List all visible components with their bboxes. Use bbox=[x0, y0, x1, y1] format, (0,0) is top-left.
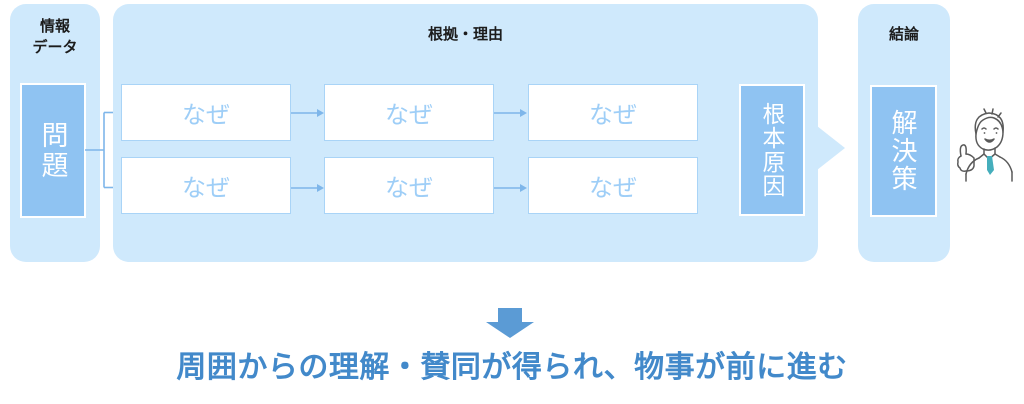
why-label: なぜ bbox=[385, 175, 433, 202]
info-data-label: 情報 データ bbox=[10, 4, 100, 58]
why-label: なぜ bbox=[385, 102, 433, 129]
down-block-arrow-icon bbox=[486, 308, 534, 338]
conclusion-panel-label: 結論 bbox=[888, 26, 919, 43]
info-data-label-line1: 情報 bbox=[39, 18, 70, 35]
arrow-right-icon bbox=[291, 109, 324, 117]
solution-box: 解決策 bbox=[870, 85, 937, 217]
why-label: なぜ bbox=[182, 102, 230, 129]
why-box-row2-col1: なぜ bbox=[121, 157, 291, 214]
why-box-row1-col2: なぜ bbox=[324, 84, 494, 141]
evidence-panel-label: 根拠・理由 bbox=[427, 26, 503, 43]
arrow-right-icon bbox=[291, 184, 324, 192]
why-box-row1-col1: なぜ bbox=[121, 84, 291, 141]
why-label: なぜ bbox=[182, 175, 230, 202]
thumbs-up-person-icon bbox=[953, 104, 1015, 182]
problem-box: 問題 bbox=[20, 83, 86, 218]
root-cause-label: 根本原因 bbox=[759, 102, 785, 198]
solution-box-label: 解決策 bbox=[888, 109, 918, 193]
why-box-row2-col3: なぜ bbox=[528, 157, 698, 214]
why-label: なぜ bbox=[589, 102, 637, 129]
info-data-label-line2: データ bbox=[32, 39, 78, 56]
evidence-panel: 根拠・理由 なぜ なぜ なぜ なぜ なぜ なぜ 根本原因 bbox=[113, 4, 818, 262]
footer-message: 周囲からの理解・賛同が得られ、物事が前に進む bbox=[176, 351, 848, 384]
panel-point-arrow-icon bbox=[817, 126, 845, 170]
problem-box-label: 問題 bbox=[37, 120, 68, 181]
root-cause-box: 根本原因 bbox=[739, 84, 805, 216]
why-label: なぜ bbox=[589, 175, 637, 202]
why-box-row2-col2: なぜ bbox=[324, 157, 494, 214]
arrow-right-icon bbox=[494, 184, 527, 192]
conclusion-panel: 結論 解決策 bbox=[858, 4, 950, 262]
info-data-panel: 情報 データ 問題 bbox=[10, 4, 100, 262]
arrow-right-icon bbox=[494, 109, 527, 117]
why-box-row1-col3: なぜ bbox=[528, 84, 698, 141]
